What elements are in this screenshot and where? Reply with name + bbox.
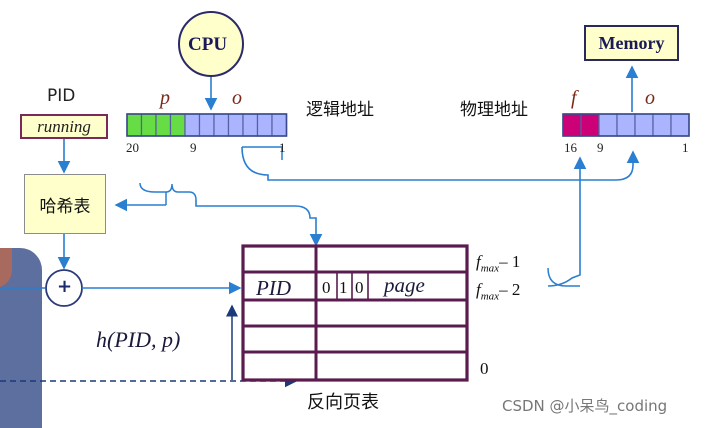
row-label-fmax-2-sub: max bbox=[480, 290, 500, 303]
p-field-brace bbox=[139, 182, 197, 201]
logical-address-register bbox=[126, 113, 288, 137]
cpu-circle bbox=[178, 11, 244, 77]
frame-number-cell bbox=[562, 113, 582, 137]
physical-address-title: 物理地址 bbox=[460, 100, 528, 120]
physical-offset-cell bbox=[670, 113, 690, 137]
logical-offset-cell bbox=[213, 113, 230, 137]
physical-offset-cell bbox=[652, 113, 672, 137]
physical-address-register bbox=[562, 113, 690, 137]
pid-title: PID bbox=[47, 86, 76, 106]
hash-table-box: 哈希表 bbox=[24, 174, 106, 234]
logical-address-title: 逻辑地址 bbox=[306, 100, 374, 120]
pid-running-box: running bbox=[20, 114, 108, 139]
logical-offset-cell bbox=[256, 113, 273, 137]
logical-o-label: o bbox=[232, 87, 242, 109]
hash-table-label: 哈希表 bbox=[39, 196, 91, 217]
table-entry-bit-1: 1 bbox=[339, 278, 348, 297]
row-label-zero: 0 bbox=[480, 359, 489, 378]
row-label-fmax-1-suffix: – 1 bbox=[499, 252, 521, 271]
page-number-cell bbox=[126, 113, 143, 137]
offset-copy-line bbox=[241, 146, 640, 181]
inverted-table-title: 反向页表 bbox=[307, 392, 379, 413]
pid-value: running bbox=[37, 116, 91, 136]
page-number-cell bbox=[140, 113, 157, 137]
table-entry-pid: PID bbox=[256, 276, 291, 300]
physical-o-label: o bbox=[645, 87, 655, 109]
physical-offset-cell bbox=[634, 113, 654, 137]
physical-bit-mid: 9 bbox=[597, 140, 604, 155]
memory-box: Memory bbox=[584, 25, 679, 61]
logical-p-label: p bbox=[160, 87, 170, 109]
memory-label: Memory bbox=[598, 32, 665, 53]
frame-number-cell bbox=[580, 113, 600, 137]
table-entry-bit-0: 0 bbox=[322, 278, 331, 297]
logical-bit-high: 20 bbox=[126, 140, 139, 155]
cpu-label: CPU bbox=[188, 34, 228, 55]
logical-offset-cell bbox=[271, 113, 288, 137]
adder-symbol: + bbox=[57, 276, 73, 297]
physical-bit-low: 1 bbox=[682, 140, 689, 155]
row-label-fmax-1-sub: max bbox=[480, 262, 500, 275]
physical-cells-outline bbox=[562, 113, 690, 137]
page-number-cell bbox=[155, 113, 172, 137]
inverted-table-frame bbox=[241, 244, 469, 382]
table-entry-page: page bbox=[384, 273, 425, 297]
physical-bit-high: 16 bbox=[564, 140, 577, 155]
physical-offset-cell bbox=[616, 113, 636, 137]
watermark: CSDN @小呆鸟_coding bbox=[502, 397, 668, 415]
page-number-cell bbox=[169, 113, 186, 137]
hash-function-label: h(PID, p) bbox=[96, 327, 181, 352]
row-label-fmax-2-f: f bbox=[476, 280, 481, 299]
logical-offset-cell bbox=[227, 113, 244, 137]
frame-number-line bbox=[547, 156, 587, 287]
p-to-table-arrow bbox=[195, 200, 323, 247]
table-entry-bit-2: 0 bbox=[355, 278, 364, 297]
logical-bit-mid: 9 bbox=[190, 140, 197, 155]
row-label-fmax-2-suffix: – 2 bbox=[499, 280, 521, 299]
row-label-fmax-2: fmax– 2 bbox=[476, 281, 520, 302]
logical-offset-cell bbox=[242, 113, 259, 137]
logical-offset-cell bbox=[198, 113, 215, 137]
presenter-figure bbox=[0, 248, 42, 428]
physical-offset-cell bbox=[598, 113, 618, 137]
logical-cells-outline bbox=[126, 113, 288, 137]
logical-bit-low: 1 bbox=[279, 140, 286, 155]
logical-offset-cell bbox=[184, 113, 201, 137]
row-label-fmax-1-f: f bbox=[476, 252, 481, 271]
row-label-fmax-1: fmax– 1 bbox=[476, 253, 520, 274]
physical-f-label: f bbox=[571, 87, 577, 109]
